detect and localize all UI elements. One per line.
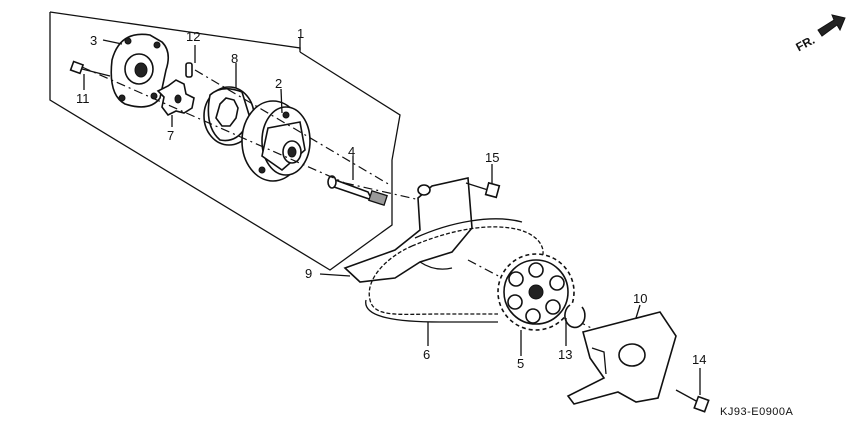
callout-4: 4 (348, 144, 355, 159)
pump-cover-part (110, 33, 170, 108)
callout-9: 9 (305, 266, 312, 281)
pump-body-part (241, 100, 311, 182)
bolt-part-14 (675, 389, 710, 413)
dowel-pin-part (185, 62, 193, 78)
callout-11: 11 (76, 91, 90, 106)
outer-rotor-part (203, 86, 255, 146)
callout-10: 10 (633, 291, 647, 306)
drawing-code: KJ93-E0900A (720, 406, 794, 418)
callout-labels: 1 2 3 4 5 6 7 8 9 10 11 12 13 14 15 (76, 26, 706, 371)
inner-rotor-part (156, 79, 195, 117)
callout-15: 15 (485, 150, 499, 165)
bolt-part-11 (69, 60, 111, 77)
callout-3: 3 (90, 33, 97, 48)
bolt-part-15 (465, 181, 501, 199)
chain-guide-plate-part (343, 177, 473, 283)
callout-14: 14 (692, 352, 706, 367)
callout-8: 8 (231, 51, 238, 66)
callout-1: 1 (297, 26, 304, 41)
callout-6: 6 (423, 347, 430, 362)
callout-5: 5 (517, 356, 524, 371)
drive-chain-part (365, 218, 544, 323)
callout-12: 12 (186, 29, 200, 44)
callout-13: 13 (558, 347, 572, 362)
callout-7: 7 (167, 128, 174, 143)
callout-2: 2 (275, 76, 282, 91)
cover-plate-part (566, 311, 677, 405)
leader-lines (83, 38, 701, 395)
front-direction-label: FR. (793, 33, 817, 54)
pump-shaft-part (327, 175, 388, 207)
snap-ring-part (564, 304, 586, 329)
front-direction-arrow-icon (817, 14, 846, 37)
sprocket-part (497, 253, 575, 331)
